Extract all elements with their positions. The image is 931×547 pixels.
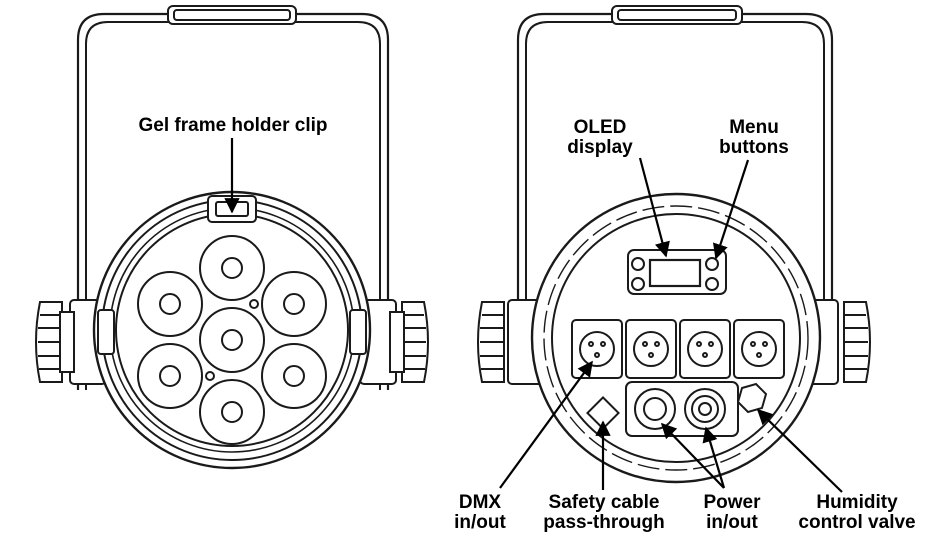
- label-text: Gel frame holder clip: [138, 115, 328, 136]
- arrow-power-1: [660, 422, 725, 489]
- led: [261, 343, 327, 409]
- front-view: [35, 5, 429, 470]
- label-safety-cable: Safety cable pass-through: [536, 493, 672, 533]
- label-power: Power in/out: [694, 493, 770, 533]
- xlr-port: [679, 319, 731, 379]
- label-text: Power: [703, 492, 761, 513]
- callout-arrows: [224, 138, 843, 493]
- back-left-knob: [477, 301, 505, 383]
- label-text: OLED: [573, 117, 627, 138]
- label-text: pass-through: [543, 512, 665, 533]
- label-gel-frame-clip: Gel frame holder clip: [128, 116, 338, 136]
- label-text: DMX: [458, 492, 502, 513]
- label-text: in/out: [706, 512, 758, 533]
- led: [137, 271, 203, 337]
- xlr-port: [571, 319, 623, 379]
- arrow-oled: [638, 157, 670, 258]
- xlr-port: [733, 319, 785, 379]
- label-text: display: [567, 137, 633, 158]
- front-left-knob: [35, 301, 75, 383]
- back-view: [477, 5, 871, 484]
- led: [261, 271, 327, 337]
- label-text: buttons: [719, 137, 789, 158]
- label-text: in/out: [454, 512, 506, 533]
- led-array: [137, 235, 327, 445]
- label-text: Menu: [729, 117, 779, 138]
- led: [137, 343, 203, 409]
- label-text: Humidity: [816, 492, 898, 513]
- front-right-knob: [389, 301, 429, 383]
- power-port: [634, 388, 676, 430]
- xlr-port: [625, 319, 677, 379]
- led: [199, 235, 265, 301]
- arrow-menu: [712, 159, 750, 260]
- label-dmx: DMX in/out: [440, 493, 520, 533]
- label-humidity-valve: Humidity control valve: [790, 493, 924, 533]
- label-oled-display: OLED display: [560, 118, 640, 158]
- arrow-power-2: [702, 426, 726, 489]
- xlr-ports: [571, 319, 785, 379]
- back-right-knob: [843, 301, 871, 383]
- arrow-dmx: [499, 360, 593, 489]
- label-menu-buttons: Menu buttons: [712, 118, 796, 158]
- safety-cable-passthrough: [586, 396, 620, 430]
- display-panel: [627, 249, 727, 295]
- humidity-valve: [736, 382, 768, 414]
- label-text: control valve: [798, 512, 916, 533]
- label-text: Safety cable: [548, 492, 660, 513]
- power-ports: [625, 381, 739, 437]
- led: [199, 307, 265, 373]
- led: [199, 379, 265, 445]
- arrow-humidity: [756, 408, 843, 493]
